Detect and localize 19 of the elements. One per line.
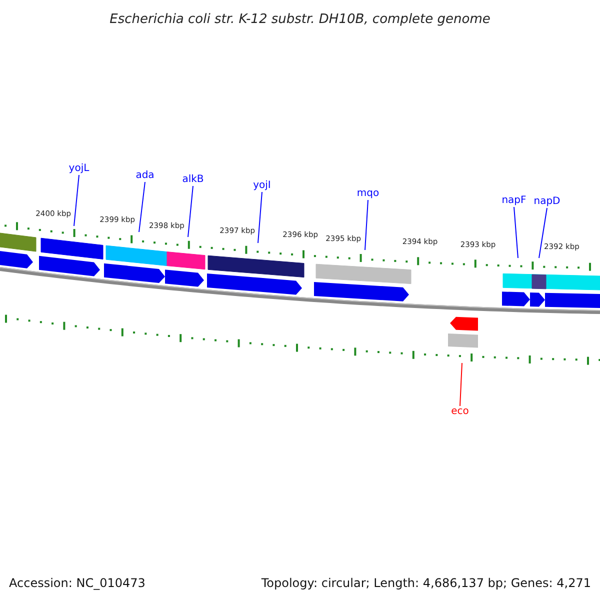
leader-line bbox=[138, 182, 146, 232]
gene-label: ada bbox=[136, 170, 154, 182]
leader-line bbox=[188, 186, 194, 238]
accession-text: Accession: NC_010473 bbox=[9, 575, 146, 592]
gene-label: yojL bbox=[68, 163, 90, 175]
gene-label: eco bbox=[451, 406, 469, 418]
gene-label: mqo bbox=[356, 188, 380, 200]
leader-line bbox=[460, 362, 462, 406]
leader-line bbox=[514, 206, 518, 258]
gene-label: yojI bbox=[253, 180, 271, 192]
leader-line bbox=[364, 200, 368, 250]
leader-line bbox=[538, 208, 548, 258]
gene-label: alkB bbox=[182, 174, 204, 186]
map-title: Escherichia coli str. K-12 substr. DH10B, complete genome bbox=[108, 11, 492, 29]
leader-line bbox=[74, 174, 80, 226]
genome-info-text: Topology: circular; Length: 4,686,137 bp; Genes: 4,271 bbox=[261, 575, 591, 592]
gene-label: napF bbox=[502, 195, 526, 207]
leader-line bbox=[258, 192, 262, 244]
gene-label: napD bbox=[534, 196, 560, 208]
